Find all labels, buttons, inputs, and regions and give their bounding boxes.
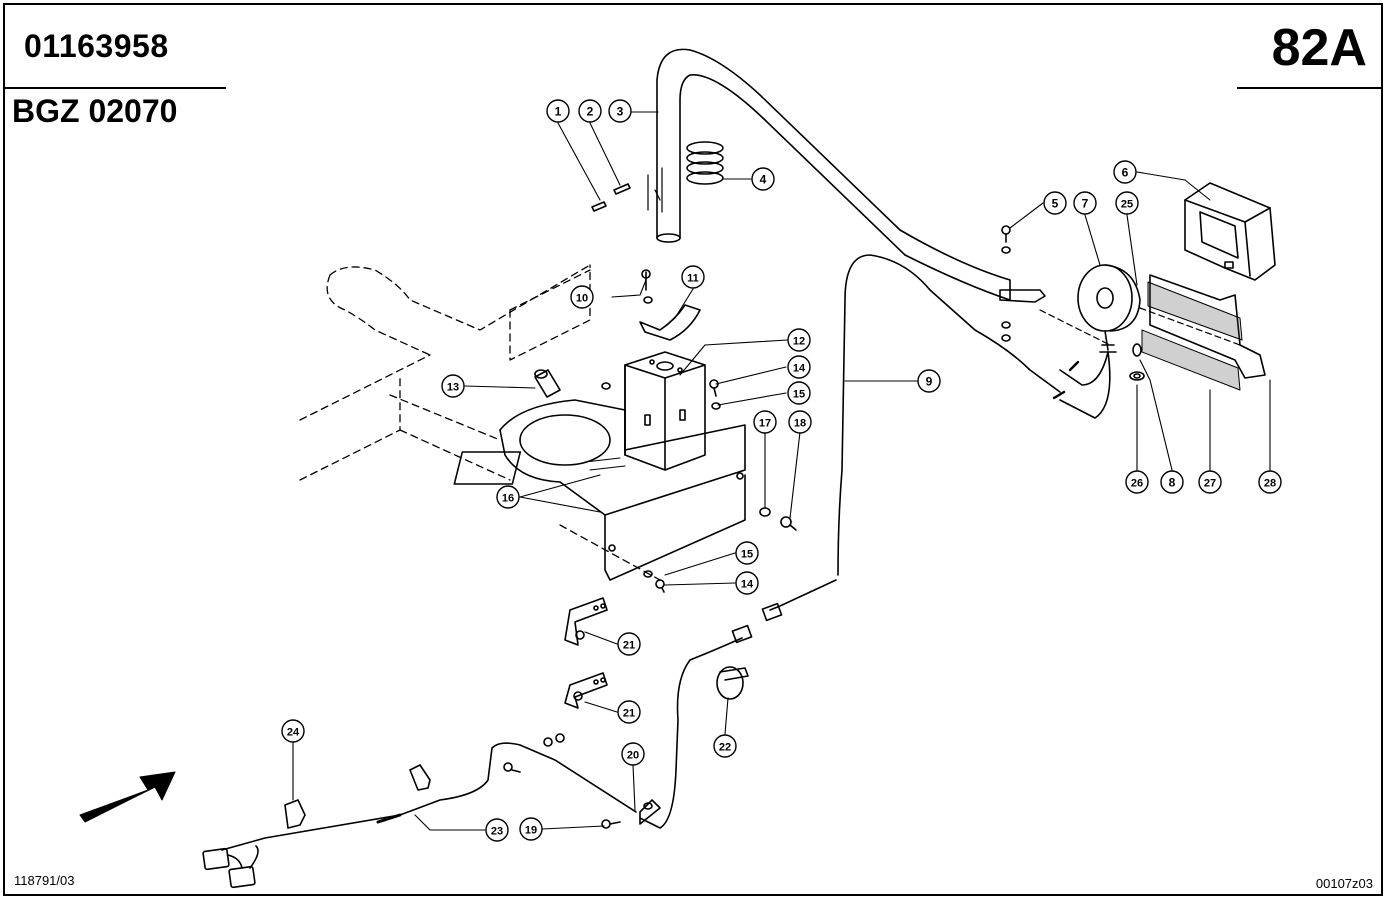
horn [1052, 264, 1141, 419]
callout-20: 20 [621, 742, 645, 766]
callout-7: 7 [1073, 191, 1097, 215]
page-number: 82A [1271, 19, 1367, 77]
svg-text:8: 8 [1169, 476, 1176, 490]
callout-1: 1 [546, 99, 570, 123]
callout-27: 27 [1198, 470, 1222, 494]
horn-bracket [999, 225, 1111, 346]
svg-text:20: 20 [627, 750, 639, 762]
callout-12: 12 [787, 328, 811, 352]
header-rule-left [4, 87, 226, 89]
spring [686, 141, 724, 185]
svg-text:21: 21 [623, 708, 635, 720]
callout-22: 22 [713, 734, 737, 758]
callout-8: 8 [1160, 470, 1184, 494]
svg-text:9: 9 [926, 375, 933, 389]
rubber-bushing [534, 369, 561, 398]
svg-text:13: 13 [447, 382, 459, 394]
callout-6: 6 [1113, 160, 1137, 184]
svg-text:24: 24 [287, 727, 300, 739]
svg-text:16: 16 [502, 493, 514, 505]
svg-text:6: 6 [1122, 166, 1129, 180]
signal-cable [761, 254, 1061, 622]
svg-text:2: 2 [587, 105, 594, 119]
svg-text:15: 15 [793, 389, 805, 401]
leader-lines [292, 111, 1271, 831]
svg-text:18: 18 [794, 418, 806, 430]
drawing-reference: 118791/03 [14, 873, 75, 888]
svg-text:4: 4 [760, 173, 767, 187]
svg-text:3: 3 [617, 105, 624, 119]
callout-2: 2 [578, 99, 602, 123]
callout-19: 19 [519, 817, 543, 841]
callout-26: 26 [1125, 470, 1149, 494]
callout-16: 16 [496, 485, 520, 509]
arrow-icon [79, 771, 176, 823]
l-brackets [564, 597, 608, 709]
callout-4: 4 [751, 167, 775, 191]
svg-text:19: 19 [525, 825, 537, 837]
pins [591, 183, 631, 212]
hose-clamp [716, 666, 749, 700]
svg-text:14: 14 [793, 363, 806, 375]
wiring-harness [202, 624, 753, 889]
group-code: BGZ 02070 [12, 93, 178, 129]
callout-13: 13 [441, 374, 465, 398]
svg-text:22: 22 [719, 742, 731, 754]
header-rule-right [1237, 87, 1383, 89]
svg-text:11: 11 [687, 273, 699, 285]
u-tube [647, 48, 1011, 301]
callout-9: 9 [917, 369, 941, 393]
svg-text:28: 28 [1264, 478, 1276, 490]
callout-14-lower: 14 [735, 571, 759, 595]
part-number: 01163958 [24, 28, 169, 64]
callout-23: 23 [485, 818, 509, 842]
svg-text:1: 1 [555, 105, 562, 119]
dashed-frame-outline [299, 264, 661, 581]
svg-text:17: 17 [759, 418, 771, 430]
callout-bubbles: 1 2 3 4 5 6 7 8 9 10 11 12 13 14 15 16 1… [281, 99, 1282, 842]
callout-21-upper: 21 [617, 632, 641, 656]
svg-text:5: 5 [1052, 197, 1059, 211]
svg-text:25: 25 [1121, 199, 1133, 211]
callout-15-lower: 15 [735, 541, 759, 565]
svg-text:15: 15 [741, 549, 753, 561]
svg-text:21: 21 [623, 640, 635, 652]
page-frame [3, 3, 1383, 896]
svg-text:27: 27 [1204, 478, 1216, 490]
file-reference: 00107z03 [1315, 876, 1373, 891]
callout-14-upper: 14 [787, 355, 811, 379]
callout-11: 11 [681, 265, 705, 289]
callout-5: 5 [1043, 191, 1067, 215]
horn-cover [1129, 182, 1276, 391]
svg-text:7: 7 [1082, 197, 1089, 211]
callout-21-lower: 21 [617, 700, 641, 724]
svg-text:23: 23 [491, 826, 503, 838]
callout-24: 24 [281, 719, 305, 743]
svg-text:12: 12 [793, 336, 805, 348]
callout-18: 18 [788, 410, 812, 434]
callout-28: 28 [1258, 470, 1282, 494]
callout-25: 25 [1115, 191, 1139, 215]
callout-3: 3 [608, 99, 632, 123]
callout-17: 17 [753, 410, 777, 434]
callout-10: 10 [570, 285, 594, 309]
callout-15-upper: 15 [787, 381, 811, 405]
svg-text:14: 14 [741, 579, 754, 591]
hardware [601, 379, 797, 593]
mounting-bracket [453, 351, 746, 581]
svg-text:26: 26 [1131, 478, 1143, 490]
svg-text:10: 10 [576, 293, 588, 305]
